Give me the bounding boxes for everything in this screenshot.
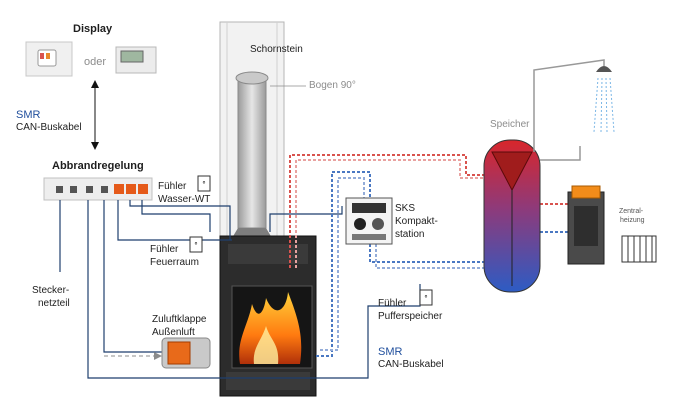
- fuehler-wasser-label-2: Wasser-WT: [158, 194, 211, 205]
- schornstein-label: Schornstein: [250, 44, 303, 55]
- signal-lines: [59, 200, 421, 379]
- bogen-label: Bogen 90°: [309, 80, 356, 91]
- central-heating-boiler: [567, 185, 605, 265]
- svg-text:°: °: [194, 241, 197, 250]
- storage-tank: [483, 139, 541, 293]
- stove: [219, 235, 317, 397]
- radiator: [621, 235, 657, 263]
- chimney: [219, 21, 306, 238]
- stecker-label-1: Stecker-: [32, 285, 70, 296]
- display-label: Display: [73, 23, 113, 35]
- zentral-label-1: Zentral-: [619, 208, 644, 215]
- sensor-icon-wasser: °: [197, 175, 211, 192]
- sensor-icon-puffer: °: [419, 289, 433, 306]
- display-devices: [25, 41, 157, 150]
- speicher-label: Speicher: [490, 119, 530, 130]
- can-bus-label-top: CAN-Buskabel: [16, 122, 82, 133]
- fuehler-puffer-label-2: Pufferspeicher: [378, 311, 443, 322]
- abbrandregelung-controller: [43, 177, 153, 201]
- abbrandregelung-label: Abbrandregelung: [52, 160, 144, 172]
- smr-label-bottom: SMR: [378, 346, 403, 358]
- water-pipes: [289, 154, 568, 357]
- can-bus-label-bottom: CAN-Buskabel: [378, 359, 444, 370]
- stecker-label-2: netzteil: [38, 298, 70, 309]
- sks-label-2: Kompakt-: [395, 216, 438, 227]
- svg-text:°: °: [424, 294, 427, 303]
- air-supply-damper: [104, 337, 211, 369]
- fuehler-puffer-label-1: Fühler: [378, 298, 407, 309]
- zuluft-label-1: Zuluftklappe: [152, 314, 207, 325]
- fuehler-feuer-label-2: Feuerraum: [150, 257, 199, 268]
- sensor-icon-feuerraum: °: [189, 236, 203, 253]
- sks-label-1: SKS: [395, 203, 416, 214]
- svg-text:°: °: [202, 180, 205, 189]
- shower: [533, 59, 615, 161]
- zuluft-label-2: Außenluft: [152, 327, 195, 338]
- smr-label-top: SMR: [16, 109, 41, 121]
- zentral-label-2: heizung: [620, 217, 645, 224]
- fuehler-feuer-label-1: Fühler: [150, 244, 179, 255]
- sks-label-3: station: [395, 229, 425, 240]
- sensor-icons: ° ° °: [189, 175, 433, 306]
- oder-label: oder: [84, 56, 107, 68]
- sks-compact-station: [345, 197, 393, 245]
- fuehler-wasser-label-1: Fühler: [158, 181, 187, 192]
